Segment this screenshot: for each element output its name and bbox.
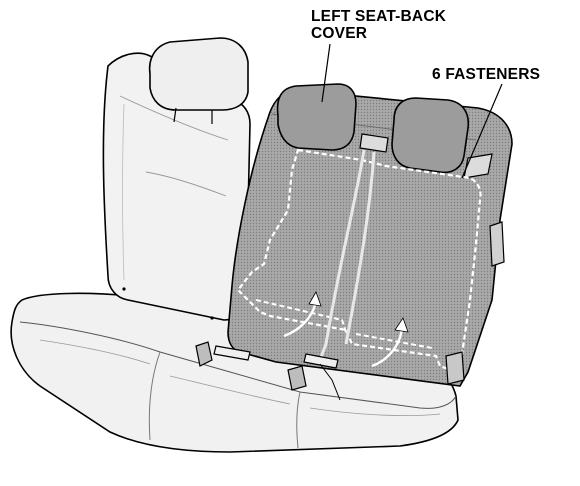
fastener-outline <box>236 148 482 374</box>
left-headrest-inner <box>391 97 470 174</box>
release-arrow-left <box>283 291 322 338</box>
seat-cushion <box>10 292 459 453</box>
label-fasteners: 6 FASTENERS <box>432 66 541 83</box>
left-headrest-outer <box>276 83 357 151</box>
leader-lines <box>321 43 503 179</box>
seat-back-bracket <box>445 221 505 385</box>
left-seat-back-cover <box>227 89 513 387</box>
leader-line-cover <box>321 43 331 103</box>
right-headrest <box>148 37 249 124</box>
leader-line-fasteners <box>461 83 503 179</box>
label-left-seat-back-cover: LEFT SEAT-BACK COVER <box>311 8 447 42</box>
release-arrow-right <box>371 317 409 368</box>
right-seat-back <box>102 52 251 321</box>
seat-buckles <box>195 341 341 401</box>
seat-belt <box>318 149 376 361</box>
